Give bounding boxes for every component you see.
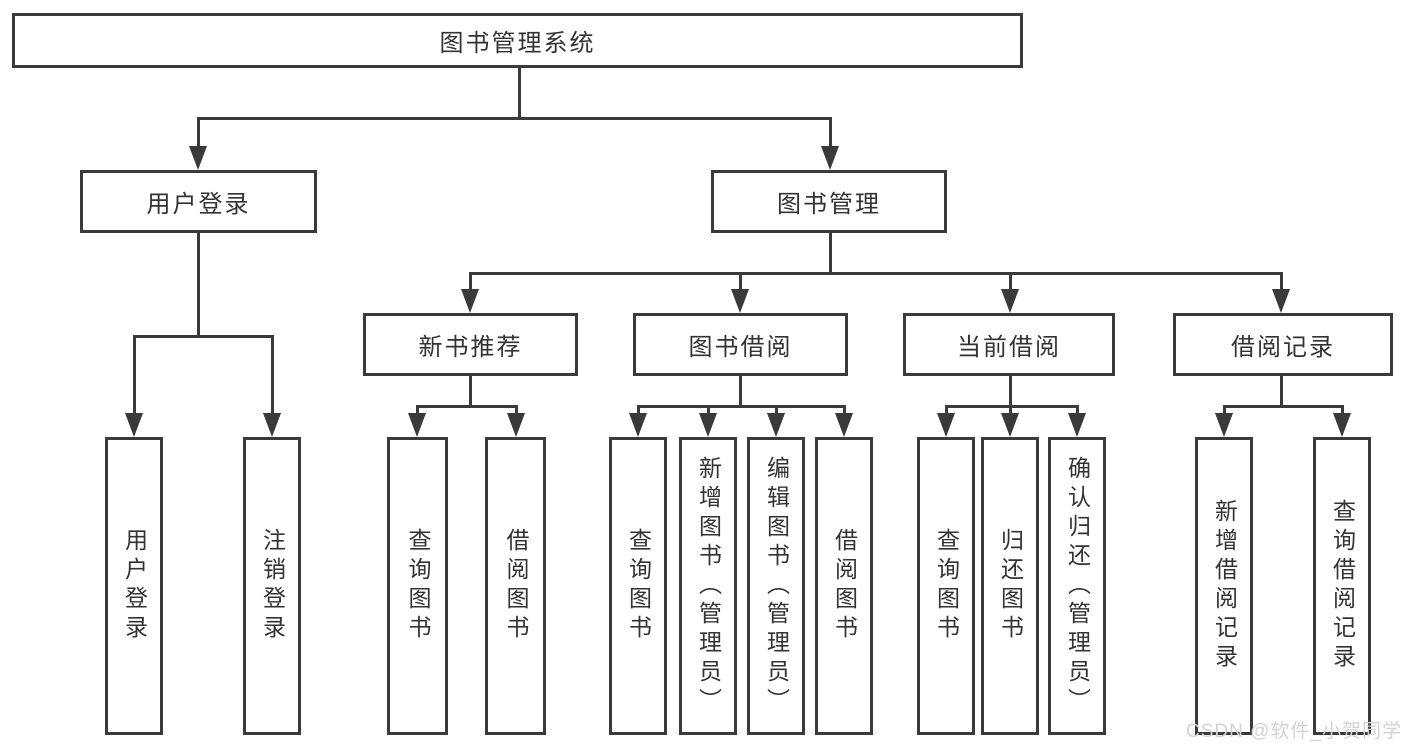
leaf-bb-edit-books-admin-label: 编辑图书（管理员）	[763, 455, 790, 717]
leaf-bb-query-books: 查询图书	[609, 437, 667, 735]
arrow-down-icon	[1215, 413, 1233, 437]
connector-vline	[133, 336, 136, 420]
leaf-bb-edit-books-admin: 编辑图书（管理员）	[747, 437, 805, 735]
node-user-login: 用户登录	[80, 170, 317, 233]
arrow-down-icon	[1333, 413, 1351, 437]
arrow-down-icon	[821, 146, 839, 170]
arrow-down-icon	[408, 413, 426, 437]
node-book-management: 图书管理	[711, 170, 947, 233]
leaf-bb-borrow-books: 借阅图书	[815, 437, 873, 735]
node-user-login-label: 用户登录	[146, 191, 251, 218]
connector-vline	[739, 376, 742, 408]
leaf-br-query-record: 查询借阅记录	[1313, 437, 1371, 735]
connector-hline	[945, 405, 1079, 408]
connector-hline	[1223, 405, 1344, 408]
leaf-bb-add-books-admin-label: 新增图书（管理员）	[695, 455, 722, 717]
node-current-borrowing-label: 当前借阅	[957, 334, 1061, 361]
arrow-down-icon	[263, 413, 281, 437]
node-current-borrowing: 当前借阅	[903, 313, 1115, 376]
arrow-down-icon	[189, 146, 207, 170]
node-borrowing-records-label: 借阅记录	[1231, 334, 1335, 361]
arrow-down-icon	[1272, 289, 1290, 313]
connector-vline	[197, 118, 200, 153]
arrow-down-icon	[629, 413, 647, 437]
node-borrowing-records: 借阅记录	[1173, 313, 1393, 376]
connector-vline	[739, 273, 742, 295]
connector-vline	[1280, 273, 1283, 295]
leaf-user-login-label: 用户登录	[121, 528, 148, 644]
arrow-down-icon	[125, 413, 143, 437]
connector-vline	[829, 233, 832, 275]
arrow-down-icon	[835, 413, 853, 437]
leaf-cb-query-books-label: 查询图书	[933, 528, 960, 644]
leaf-cb-confirm-return-admin-label: 确认归还（管理员）	[1064, 455, 1091, 717]
csdn-watermark: CSDN @软件_小贺同学	[1186, 721, 1402, 742]
connector-vline	[197, 233, 200, 338]
connector-vline	[518, 68, 521, 120]
leaf-bb-add-books-admin: 新增图书（管理员）	[679, 437, 737, 735]
leaf-user-login: 用户登录	[105, 437, 163, 735]
arrow-down-icon	[1001, 413, 1019, 437]
connector-vline	[1009, 376, 1012, 408]
connector-vline	[469, 273, 472, 295]
arrow-down-icon	[731, 289, 749, 313]
node-book-borrowing: 图书借阅	[633, 313, 848, 376]
leaf-nb-query-books: 查询图书	[387, 437, 448, 735]
node-book-management-label: 图书管理	[777, 191, 881, 218]
connector-hline	[416, 405, 518, 408]
leaf-logout-label: 注销登录	[259, 528, 286, 644]
arrow-down-icon	[507, 413, 525, 437]
leaf-cb-return-books-label: 归还图书	[997, 528, 1024, 644]
arrow-down-icon	[1068, 413, 1086, 437]
node-book-borrowing-label: 图书借阅	[688, 334, 793, 361]
arrow-down-icon	[699, 413, 717, 437]
connector-hline	[197, 117, 832, 120]
leaf-bb-borrow-books-label: 借阅图书	[831, 528, 858, 644]
connector-vline	[1280, 376, 1283, 408]
arrow-down-icon	[767, 413, 785, 437]
connector-hline	[133, 335, 274, 338]
connector-hline	[469, 272, 1283, 275]
leaf-cb-return-books: 归还图书	[981, 437, 1039, 735]
arrow-down-icon	[1001, 289, 1019, 313]
leaf-nb-borrow-books: 借阅图书	[485, 437, 546, 735]
leaf-br-add-record: 新增借阅记录	[1195, 437, 1253, 735]
node-library-management-system-label: 图书管理系统	[439, 30, 596, 57]
leaf-nb-query-books-label: 查询图书	[405, 528, 431, 644]
leaf-br-add-record-label: 新增借阅记录	[1211, 499, 1238, 673]
connector-vline	[271, 336, 274, 420]
leaf-cb-query-books: 查询图书	[917, 437, 975, 735]
leaf-nb-borrow-books-label: 借阅图书	[503, 528, 529, 644]
leaf-cb-confirm-return-admin: 确认归还（管理员）	[1048, 437, 1106, 735]
leaf-br-query-record-label: 查询借阅记录	[1329, 499, 1356, 673]
arrow-down-icon	[937, 413, 955, 437]
leaf-logout: 注销登录	[243, 437, 301, 735]
node-new-book-recommend: 新书推荐	[363, 313, 578, 376]
arrow-down-icon	[461, 289, 479, 313]
node-new-book-recommend-label: 新书推荐	[418, 334, 523, 361]
leaf-bb-query-books-label: 查询图书	[625, 528, 652, 644]
node-library-management-system: 图书管理系统	[12, 13, 1023, 68]
connector-hline	[637, 405, 846, 408]
connector-vline	[829, 118, 832, 153]
connector-vline	[1009, 273, 1012, 295]
connector-vline	[469, 376, 472, 408]
